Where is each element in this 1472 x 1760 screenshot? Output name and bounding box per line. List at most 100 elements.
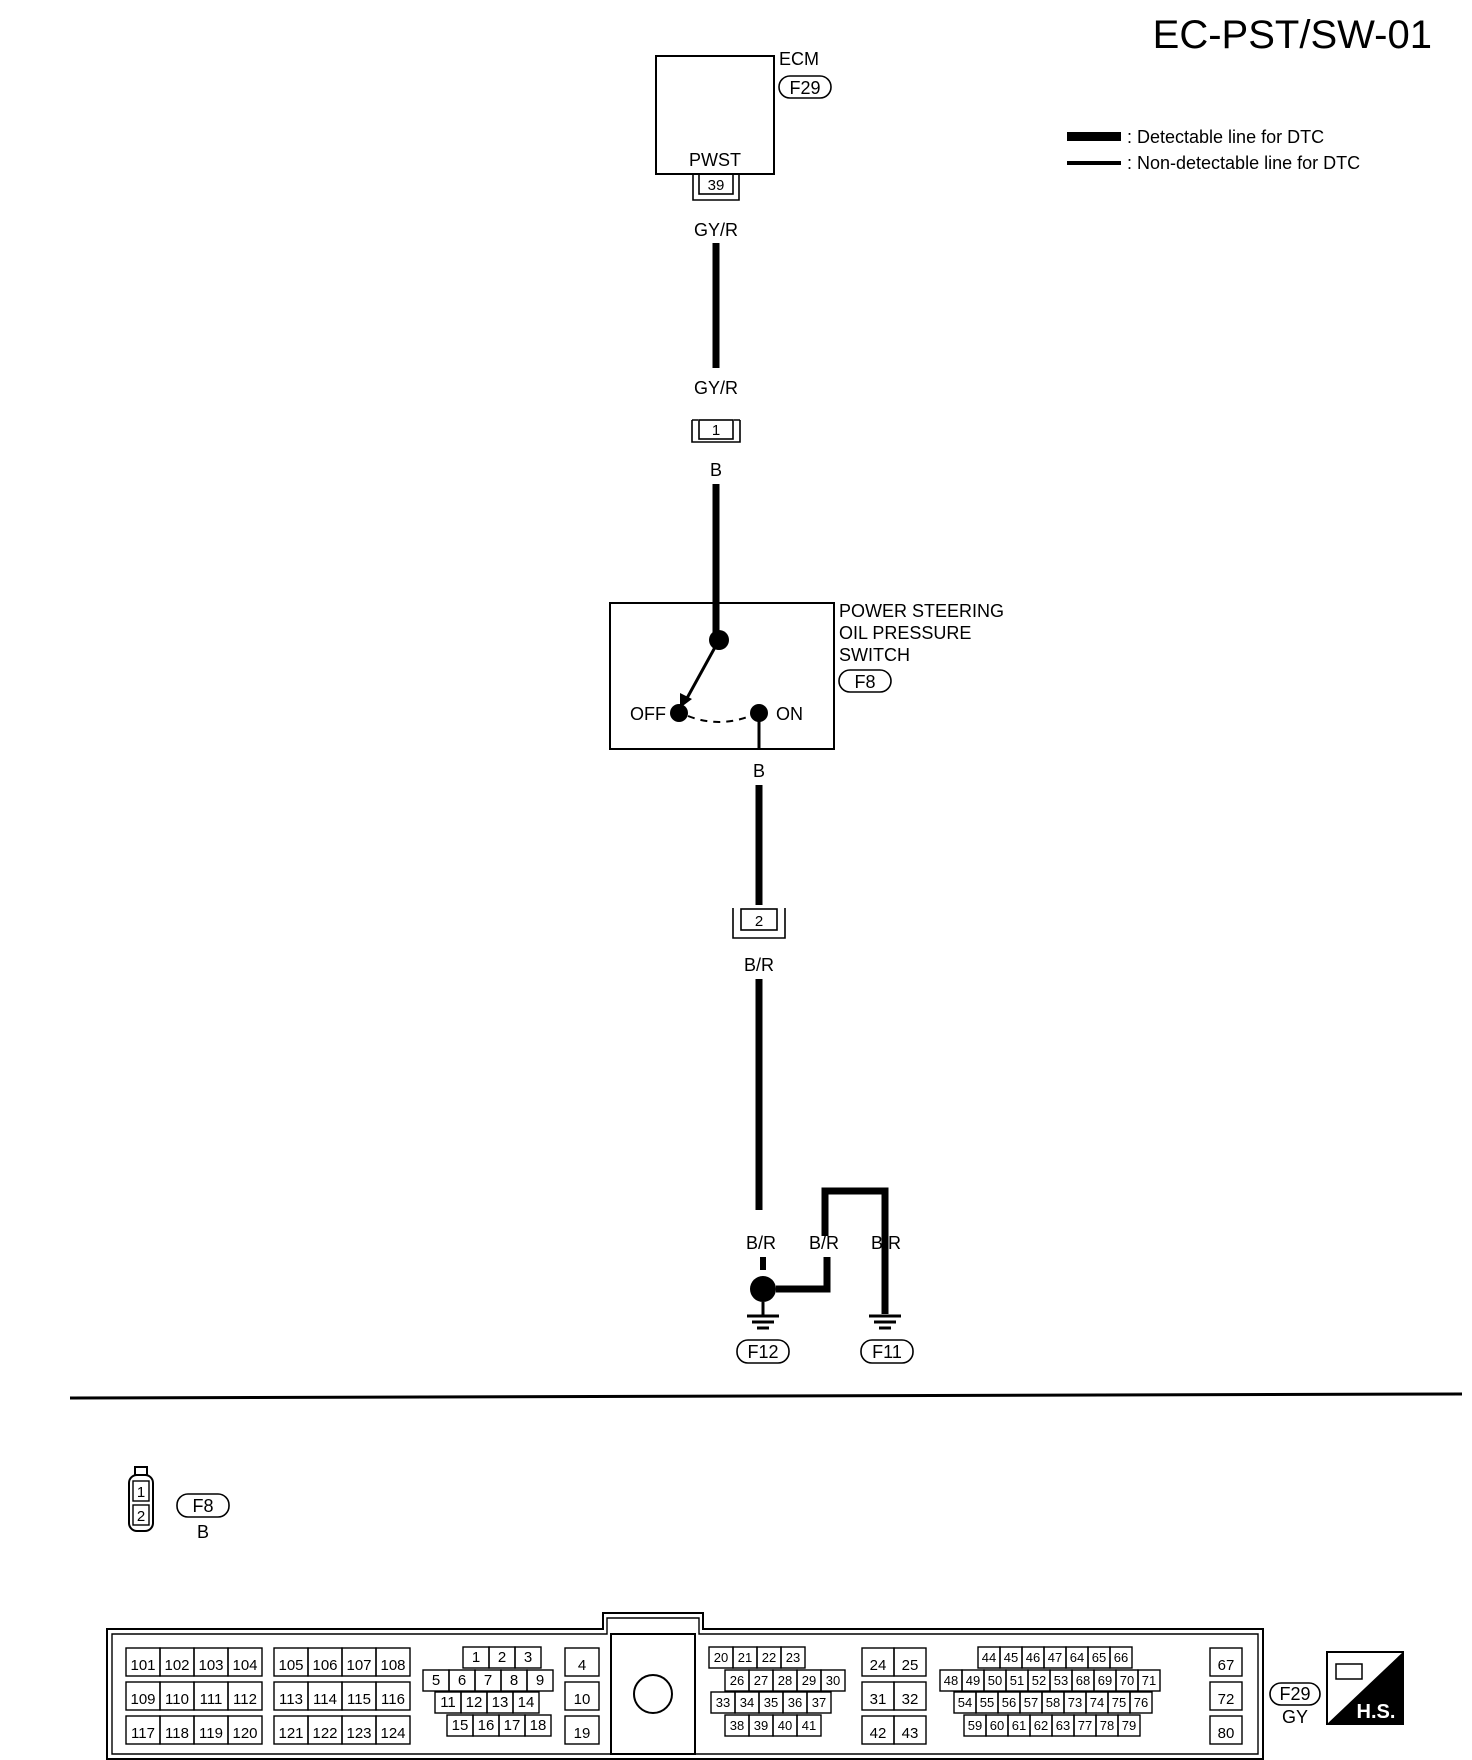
f29-pin: 47 <box>1043 1646 1067 1669</box>
f29-pin-number: 38 <box>730 1718 744 1733</box>
f29-pin-number: 108 <box>380 1657 405 1674</box>
f29-pin-number: 34 <box>740 1695 754 1710</box>
f29-pin-box <box>227 1681 263 1711</box>
f29-pin-number: 25 <box>902 1657 919 1674</box>
f29-pin: 61 <box>1007 1714 1031 1737</box>
f29-pin: 38 <box>724 1714 750 1737</box>
wire-ground-bridge <box>821 1187 889 1314</box>
joint-1-housing <box>691 419 741 443</box>
f29-pin-box <box>524 1714 552 1737</box>
f29-pin-number: 107 <box>346 1657 371 1674</box>
f29-pin-number: 20 <box>714 1650 728 1665</box>
f29-pin: 66 <box>1109 1646 1133 1669</box>
f29-pin: 7 <box>474 1669 502 1692</box>
f29-pin-box <box>375 1647 411 1677</box>
f29-pin-number: 115 <box>347 1691 371 1708</box>
f29-pin: 55 <box>975 1691 999 1714</box>
f29-pin: 2 <box>488 1646 516 1669</box>
f29-pin-number: 6 <box>458 1672 466 1689</box>
f29-pin-number: 71 <box>1142 1673 1156 1688</box>
f29-pin-number: 31 <box>870 1691 887 1708</box>
f29-pin-number: 9 <box>536 1672 544 1689</box>
f29-pin: 41 <box>796 1714 822 1737</box>
f29-pin-number: 75 <box>1112 1695 1126 1710</box>
f29-pin-number: 72 <box>1218 1691 1235 1708</box>
joint-connector-1: 1 <box>691 419 741 443</box>
f29-pin: 8 <box>500 1669 528 1692</box>
f29-pin: 62 <box>1029 1714 1053 1737</box>
f29-pin: 123 <box>341 1715 377 1745</box>
wire-color-ecm-out: GY/R <box>694 220 738 240</box>
f29-pin: 23 <box>780 1646 806 1669</box>
f29-pin-number: 76 <box>1134 1695 1148 1710</box>
f29-pin-number: 70 <box>1120 1673 1134 1688</box>
f29-pin: 30 <box>820 1669 846 1692</box>
f29-pin: 105 <box>273 1647 309 1677</box>
f29-pin: 111 <box>193 1681 229 1711</box>
f29-pin: 80 <box>1209 1715 1243 1745</box>
hs-icon-fill <box>1327 1652 1403 1724</box>
joint-2-housing <box>732 908 786 939</box>
f29-pin-number: 19 <box>574 1725 591 1742</box>
f29-pin-box <box>893 1715 927 1745</box>
f29-pin-number: 39 <box>754 1718 768 1733</box>
f29-pin: 60 <box>985 1714 1009 1737</box>
f29-pin: 39 <box>748 1714 774 1737</box>
f29-pin: 18 <box>524 1714 552 1737</box>
f29-pin-number: 67 <box>1218 1657 1235 1674</box>
page-code: EC-PST/SW-01 <box>1153 13 1432 57</box>
legend-non-detectable-swatch <box>1067 161 1121 165</box>
f29-pin: 49 <box>961 1669 985 1692</box>
f8-latch <box>134 1466 148 1476</box>
ecm-terminal-name: PWST <box>689 150 741 170</box>
f29-pin-number: 112 <box>233 1691 257 1708</box>
ecm-terminal-box <box>698 173 734 195</box>
f29-pin-box <box>1117 1714 1141 1737</box>
f29-pin: 103 <box>193 1647 229 1677</box>
f29-pin: 48 <box>939 1669 963 1692</box>
f8-connector-face: 1 2 F8 B <box>128 1466 230 1542</box>
f29-pin-box <box>1109 1646 1133 1669</box>
f29-outer-housing <box>106 1612 1264 1760</box>
f29-pin-number: 21 <box>738 1650 752 1665</box>
f29-pin-number: 28 <box>778 1673 792 1688</box>
section-divider <box>69 1392 1463 1400</box>
f29-pin-number: 62 <box>1034 1718 1048 1733</box>
f29-pin: 50 <box>983 1669 1007 1692</box>
ecm-connector-id: F29 <box>789 78 820 98</box>
switch-label-line3: SWITCH <box>839 645 910 665</box>
f29-pin-number: 106 <box>312 1657 337 1674</box>
f29-pin: 72 <box>1209 1681 1243 1711</box>
f8-badge <box>176 1493 230 1518</box>
f29-pin-number: 50 <box>988 1673 1002 1688</box>
f29-pin-number: 13 <box>492 1694 509 1711</box>
ground-right-badge <box>860 1339 914 1364</box>
f29-pin-number: 42 <box>870 1725 887 1742</box>
f29-pin: 122 <box>307 1715 343 1745</box>
f29-pin: 71 <box>1137 1669 1161 1692</box>
f29-pin-number: 52 <box>1032 1673 1046 1688</box>
f29-pin: 102 <box>159 1647 195 1677</box>
f29-pin: 117 <box>125 1715 161 1745</box>
f29-pin: 113 <box>273 1681 309 1711</box>
f8-pin-2-box <box>132 1504 150 1526</box>
f29-pin-number: 54 <box>958 1695 972 1710</box>
f29-pin: 63 <box>1051 1714 1075 1737</box>
f29-pin-box <box>512 1691 540 1714</box>
f29-pin: 70 <box>1115 1669 1139 1692</box>
f29-pin: 40 <box>772 1714 798 1737</box>
f29-pin-number: 124 <box>380 1725 405 1742</box>
switch-travel-dashes <box>687 715 751 723</box>
f29-pin: 20 <box>708 1646 734 1669</box>
f29-pin-number: 118 <box>165 1725 189 1742</box>
f29-pin-number: 80 <box>1218 1725 1235 1742</box>
f29-pin-number: 65 <box>1092 1650 1106 1665</box>
f29-pin: 4 <box>564 1647 600 1677</box>
f29-pin-number: 5 <box>432 1672 440 1689</box>
f29-pin-number: 1 <box>472 1649 480 1666</box>
f8-id: F8 <box>192 1496 213 1516</box>
f29-pin: 124 <box>375 1715 411 1745</box>
wire-color-ground-left: B/R <box>746 1233 776 1253</box>
f29-pin: 77 <box>1073 1714 1097 1737</box>
